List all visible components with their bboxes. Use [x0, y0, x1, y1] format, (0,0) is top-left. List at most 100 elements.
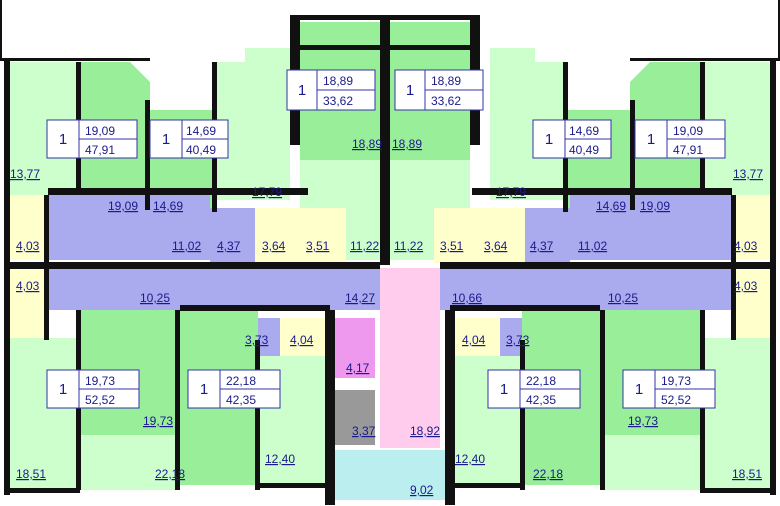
room-fill	[570, 195, 732, 260]
room-fill	[479, 208, 525, 263]
apartment-rooms: 1	[500, 381, 508, 398]
wall	[255, 483, 330, 488]
room-fill	[440, 268, 732, 340]
room-fill	[255, 208, 301, 263]
room-area-label: 3,64	[484, 239, 508, 253]
room-fill	[8, 195, 48, 260]
room-fill	[48, 268, 380, 340]
room-area-label: 4,03	[734, 279, 758, 293]
wall	[731, 195, 736, 263]
room-area-label: 14,27	[345, 291, 375, 305]
room-fill	[455, 318, 500, 356]
apartment-living-area: 19,09	[85, 124, 115, 138]
room-area-label: 4,17	[346, 361, 370, 375]
apartment-rooms: 1	[406, 82, 414, 99]
room-area-label: 13,77	[733, 167, 763, 181]
room-area-label: 17,79	[252, 185, 282, 199]
room-area-label: 3,73	[506, 333, 530, 347]
wall	[4, 60, 10, 495]
wall	[450, 305, 600, 311]
room-fill	[8, 268, 48, 338]
room-area-label: 19,09	[108, 199, 138, 213]
room-area-label: 3,37	[352, 424, 376, 438]
room-area-label: 11,22	[350, 239, 379, 253]
wall	[0, 0, 2, 60]
apartment-total-area: 47,91	[673, 143, 703, 157]
wall	[48, 188, 308, 195]
room-fill	[525, 208, 570, 263]
wall	[180, 305, 330, 311]
wall	[300, 45, 380, 50]
wall	[175, 310, 180, 490]
apartment-box: 1 22,18 42,35	[487, 369, 581, 409]
wall	[630, 58, 780, 61]
apartment-boxes: 1 19,09 47,91 1 14,69 40,49 1 18,89 33,6…	[46, 69, 726, 409]
room-area-label: 11,02	[578, 239, 607, 253]
apartment-total-area: 40,49	[186, 143, 216, 157]
room-fill	[80, 435, 178, 490]
apartment-total-area: 40,49	[569, 143, 599, 157]
apartment-living-area: 14,69	[569, 124, 599, 138]
wall	[630, 100, 635, 210]
room-area-label: 4,04	[462, 333, 486, 347]
wall	[10, 488, 80, 493]
wall	[290, 15, 480, 20]
apartment-box: 1 19,09 47,91	[634, 119, 726, 159]
room-fill	[732, 268, 772, 338]
room-area-label: 14,69	[153, 199, 183, 213]
room-area-label: 3,51	[306, 239, 330, 253]
apartment-box: 1 19,73 52,52	[622, 369, 716, 409]
apartment-total-area: 52,52	[85, 393, 115, 407]
room-area-label: 3,73	[245, 333, 269, 347]
apartment-box: 1 22,18 42,35	[187, 369, 281, 409]
room-labels: 13,77 19,09 14,69 17,79 18,89 18,89 17,7…	[10, 137, 763, 497]
apartment-rooms: 1	[545, 131, 553, 148]
apartment-living-area: 22,18	[226, 374, 256, 388]
room-fill	[335, 318, 375, 378]
wall	[472, 188, 732, 195]
room-fill	[8, 338, 80, 490]
apartment-rooms: 1	[647, 131, 655, 148]
wall	[778, 0, 780, 60]
room-area-label: 10,25	[140, 291, 170, 305]
room-fill	[280, 318, 325, 356]
wall	[440, 262, 776, 269]
wall	[390, 45, 470, 50]
room-area-label: 11,22	[394, 239, 423, 253]
room-area-label: 14,69	[596, 199, 626, 213]
room-area-label: 3,64	[262, 239, 286, 253]
wall	[325, 310, 335, 505]
room-area-label: 4,03	[16, 279, 40, 293]
room-area-label: 10,25	[608, 291, 638, 305]
apartment-box: 1 18,89 33,62	[394, 69, 484, 111]
room-area-label: 18,51	[732, 467, 762, 481]
room-area-label: 3,51	[440, 239, 464, 253]
wall	[255, 340, 260, 490]
apartment-box: 1 18,89 33,62	[286, 69, 376, 111]
room-fill	[700, 338, 772, 490]
room-fill	[602, 435, 700, 490]
apartment-living-area: 14,69	[186, 124, 216, 138]
room-fill	[215, 48, 290, 200]
apartment-box: 1 14,69 40,49	[149, 119, 229, 159]
wall	[0, 58, 150, 61]
wall	[145, 100, 150, 210]
apartment-living-area: 18,89	[323, 74, 353, 88]
room-area-label: 18,92	[410, 424, 440, 438]
apartment-total-area: 42,35	[526, 393, 556, 407]
wall	[44, 268, 49, 340]
apartment-living-area: 18,89	[431, 74, 461, 88]
apartment-rooms: 1	[298, 82, 306, 99]
room-area-label: 17,79	[496, 185, 526, 199]
room-area-label: 11,02	[172, 239, 201, 253]
apartment-rooms: 1	[200, 381, 208, 398]
room-fill	[48, 195, 210, 260]
room-area-label: 4,37	[530, 239, 554, 253]
wall	[700, 488, 770, 493]
apartment-total-area: 33,62	[431, 94, 461, 108]
room-area-label: 19,73	[143, 414, 173, 428]
wall	[600, 310, 605, 490]
room-fill	[490, 48, 565, 200]
room-area-label: 9,02	[410, 483, 434, 497]
apartment-box: 1 19,73 52,52	[46, 369, 140, 409]
